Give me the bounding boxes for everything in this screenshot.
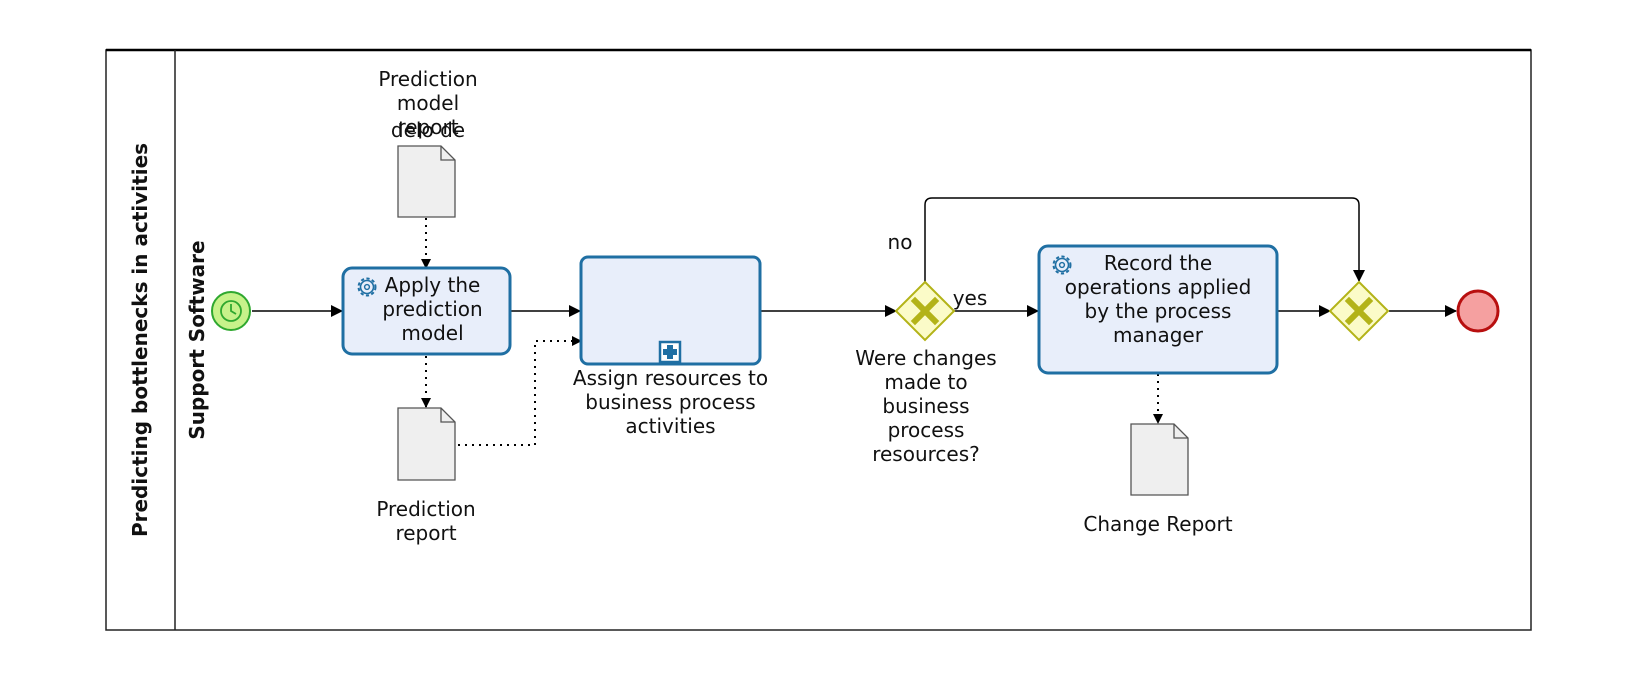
flow-no-label: no (887, 230, 913, 254)
x-icon (1344, 296, 1374, 326)
prediction-report-label: Prediction report (376, 497, 476, 545)
task-record-operations[interactable] (1037, 244, 1279, 375)
gear-icon (357, 277, 377, 297)
flow-yes-label: yes (952, 286, 988, 310)
flow-no (924, 197, 1365, 282)
pool-title: Predicting bottlenecks in activities (128, 142, 152, 538)
pool-border (105, 49, 1532, 631)
task-apply-label: Apply the prediction model (382, 273, 483, 345)
lane-title: Support Software (185, 240, 209, 440)
data-object-prediction-report[interactable] (397, 407, 456, 481)
prediction-model-report-overflow-text: delo de (390, 118, 466, 142)
data-object-change-report[interactable] (1130, 423, 1189, 496)
x-icon (910, 296, 940, 326)
data-object-prediction-model-report[interactable] (397, 145, 456, 218)
end-event[interactable] (1456, 289, 1500, 333)
subprocess-assign-resources[interactable] (579, 255, 762, 366)
exclusive-gateway-merge[interactable] (1328, 280, 1390, 342)
task-record-label: Record the operations applied by the pro… (1064, 251, 1252, 347)
collapsed-subprocess-plus-icon[interactable] (658, 340, 682, 364)
subprocess-assign-label: Assign resources to business process act… (572, 366, 769, 438)
task-apply-prediction-model[interactable] (341, 266, 512, 356)
clock-icon (220, 300, 242, 322)
assoc-prediction-report-to-assign (458, 336, 582, 446)
timer-start-event[interactable] (211, 291, 251, 331)
prediction-model-report-label: Prediction model report (378, 67, 478, 139)
gear-icon (1052, 255, 1072, 275)
exclusive-gateway-changes[interactable] (894, 280, 956, 342)
change-report-label: Change Report (1083, 512, 1233, 536)
gateway-changes-label: Were changes made to business process re… (855, 346, 997, 466)
